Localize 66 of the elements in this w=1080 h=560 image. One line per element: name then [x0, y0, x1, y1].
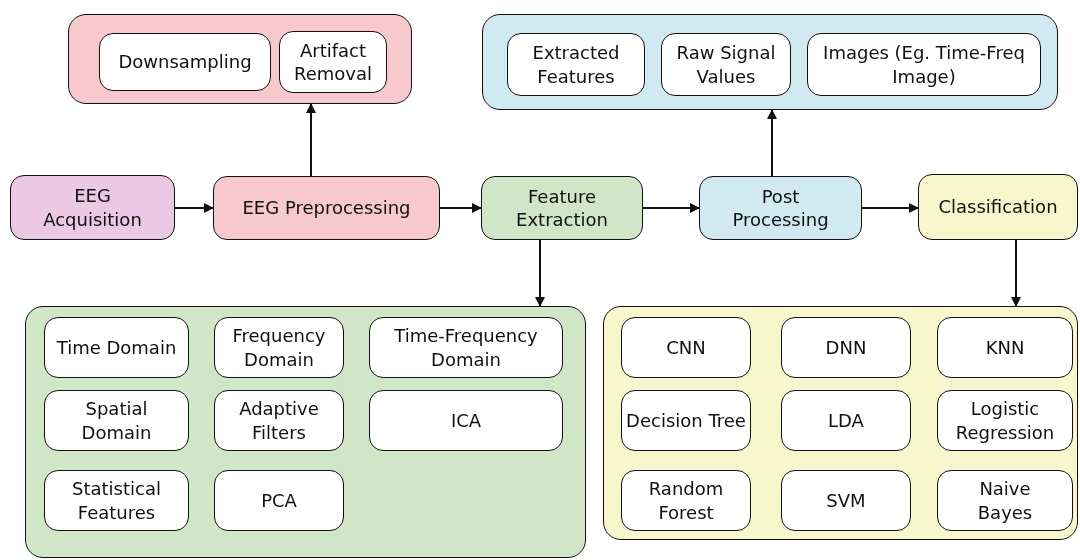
group-panel [482, 14, 1058, 110]
process-box [621, 317, 751, 378]
box-label: SVM [825, 488, 867, 513]
arrow [174, 203, 214, 213]
group-panel [25, 306, 586, 558]
box-label: Adaptive Filters [238, 397, 320, 444]
process-box [621, 390, 751, 451]
box-label: Images (Eg. Time-Freq Image) [822, 41, 1026, 88]
process-box [937, 317, 1073, 378]
arrow [535, 239, 545, 307]
process-box [807, 33, 1041, 96]
box-label: Spatial Domain [80, 397, 153, 444]
box-label: LDA [827, 408, 865, 433]
box-label: KNN [984, 335, 1026, 360]
arrow [306, 103, 316, 177]
box-label: Classification [937, 195, 1059, 219]
process-box [44, 470, 189, 531]
process-box [481, 176, 643, 240]
box-label: Naive Bayes [976, 477, 1034, 524]
box-label: PCA [260, 488, 298, 513]
box-label: Statistical Features [71, 477, 162, 524]
box-label: EEG Acquisition [42, 184, 143, 231]
process-box [937, 390, 1073, 451]
process-box [279, 31, 387, 93]
process-box [661, 33, 791, 96]
box-label: Artifact Removal [293, 38, 373, 86]
arrow [861, 203, 919, 213]
box-label: EEG Preprocessing [241, 196, 412, 220]
box-label: CNN [665, 335, 707, 360]
arrow [1011, 239, 1021, 307]
box-label: Post Processing [731, 184, 830, 232]
process-box [621, 470, 751, 531]
box-label: Time-Frequency Domain [393, 324, 539, 371]
box-label: Decision Tree [625, 408, 747, 433]
box-label: Logistic Regression [954, 397, 1056, 444]
process-box [44, 317, 189, 378]
process-box [781, 390, 911, 451]
process-box [214, 470, 344, 531]
process-box [44, 390, 189, 451]
process-box [369, 390, 563, 451]
box-label: Extracted Features [531, 41, 621, 88]
box-label: DNN [824, 335, 868, 360]
box-label: Downsampling [117, 50, 253, 74]
process-box [10, 175, 175, 240]
process-box [937, 470, 1073, 531]
process-box [214, 317, 344, 378]
box-label: Feature Extraction [515, 184, 609, 232]
group-panel [603, 306, 1078, 540]
process-box [214, 390, 344, 451]
box-label: Random Forest [647, 477, 725, 524]
process-box [369, 317, 563, 378]
group-panel [68, 14, 412, 104]
process-box [213, 176, 440, 240]
box-label: ICA [449, 408, 483, 433]
arrow [439, 203, 482, 213]
process-box [99, 33, 271, 91]
arrow [767, 109, 777, 177]
process-box [507, 33, 645, 96]
process-box [781, 470, 911, 531]
box-label: Frequency Domain [231, 324, 327, 371]
box-label: Time Domain [55, 335, 178, 360]
arrow [642, 203, 700, 213]
box-label: Raw Signal Values [675, 41, 777, 88]
process-box [781, 317, 911, 378]
process-box [699, 176, 862, 240]
process-box [918, 174, 1078, 240]
